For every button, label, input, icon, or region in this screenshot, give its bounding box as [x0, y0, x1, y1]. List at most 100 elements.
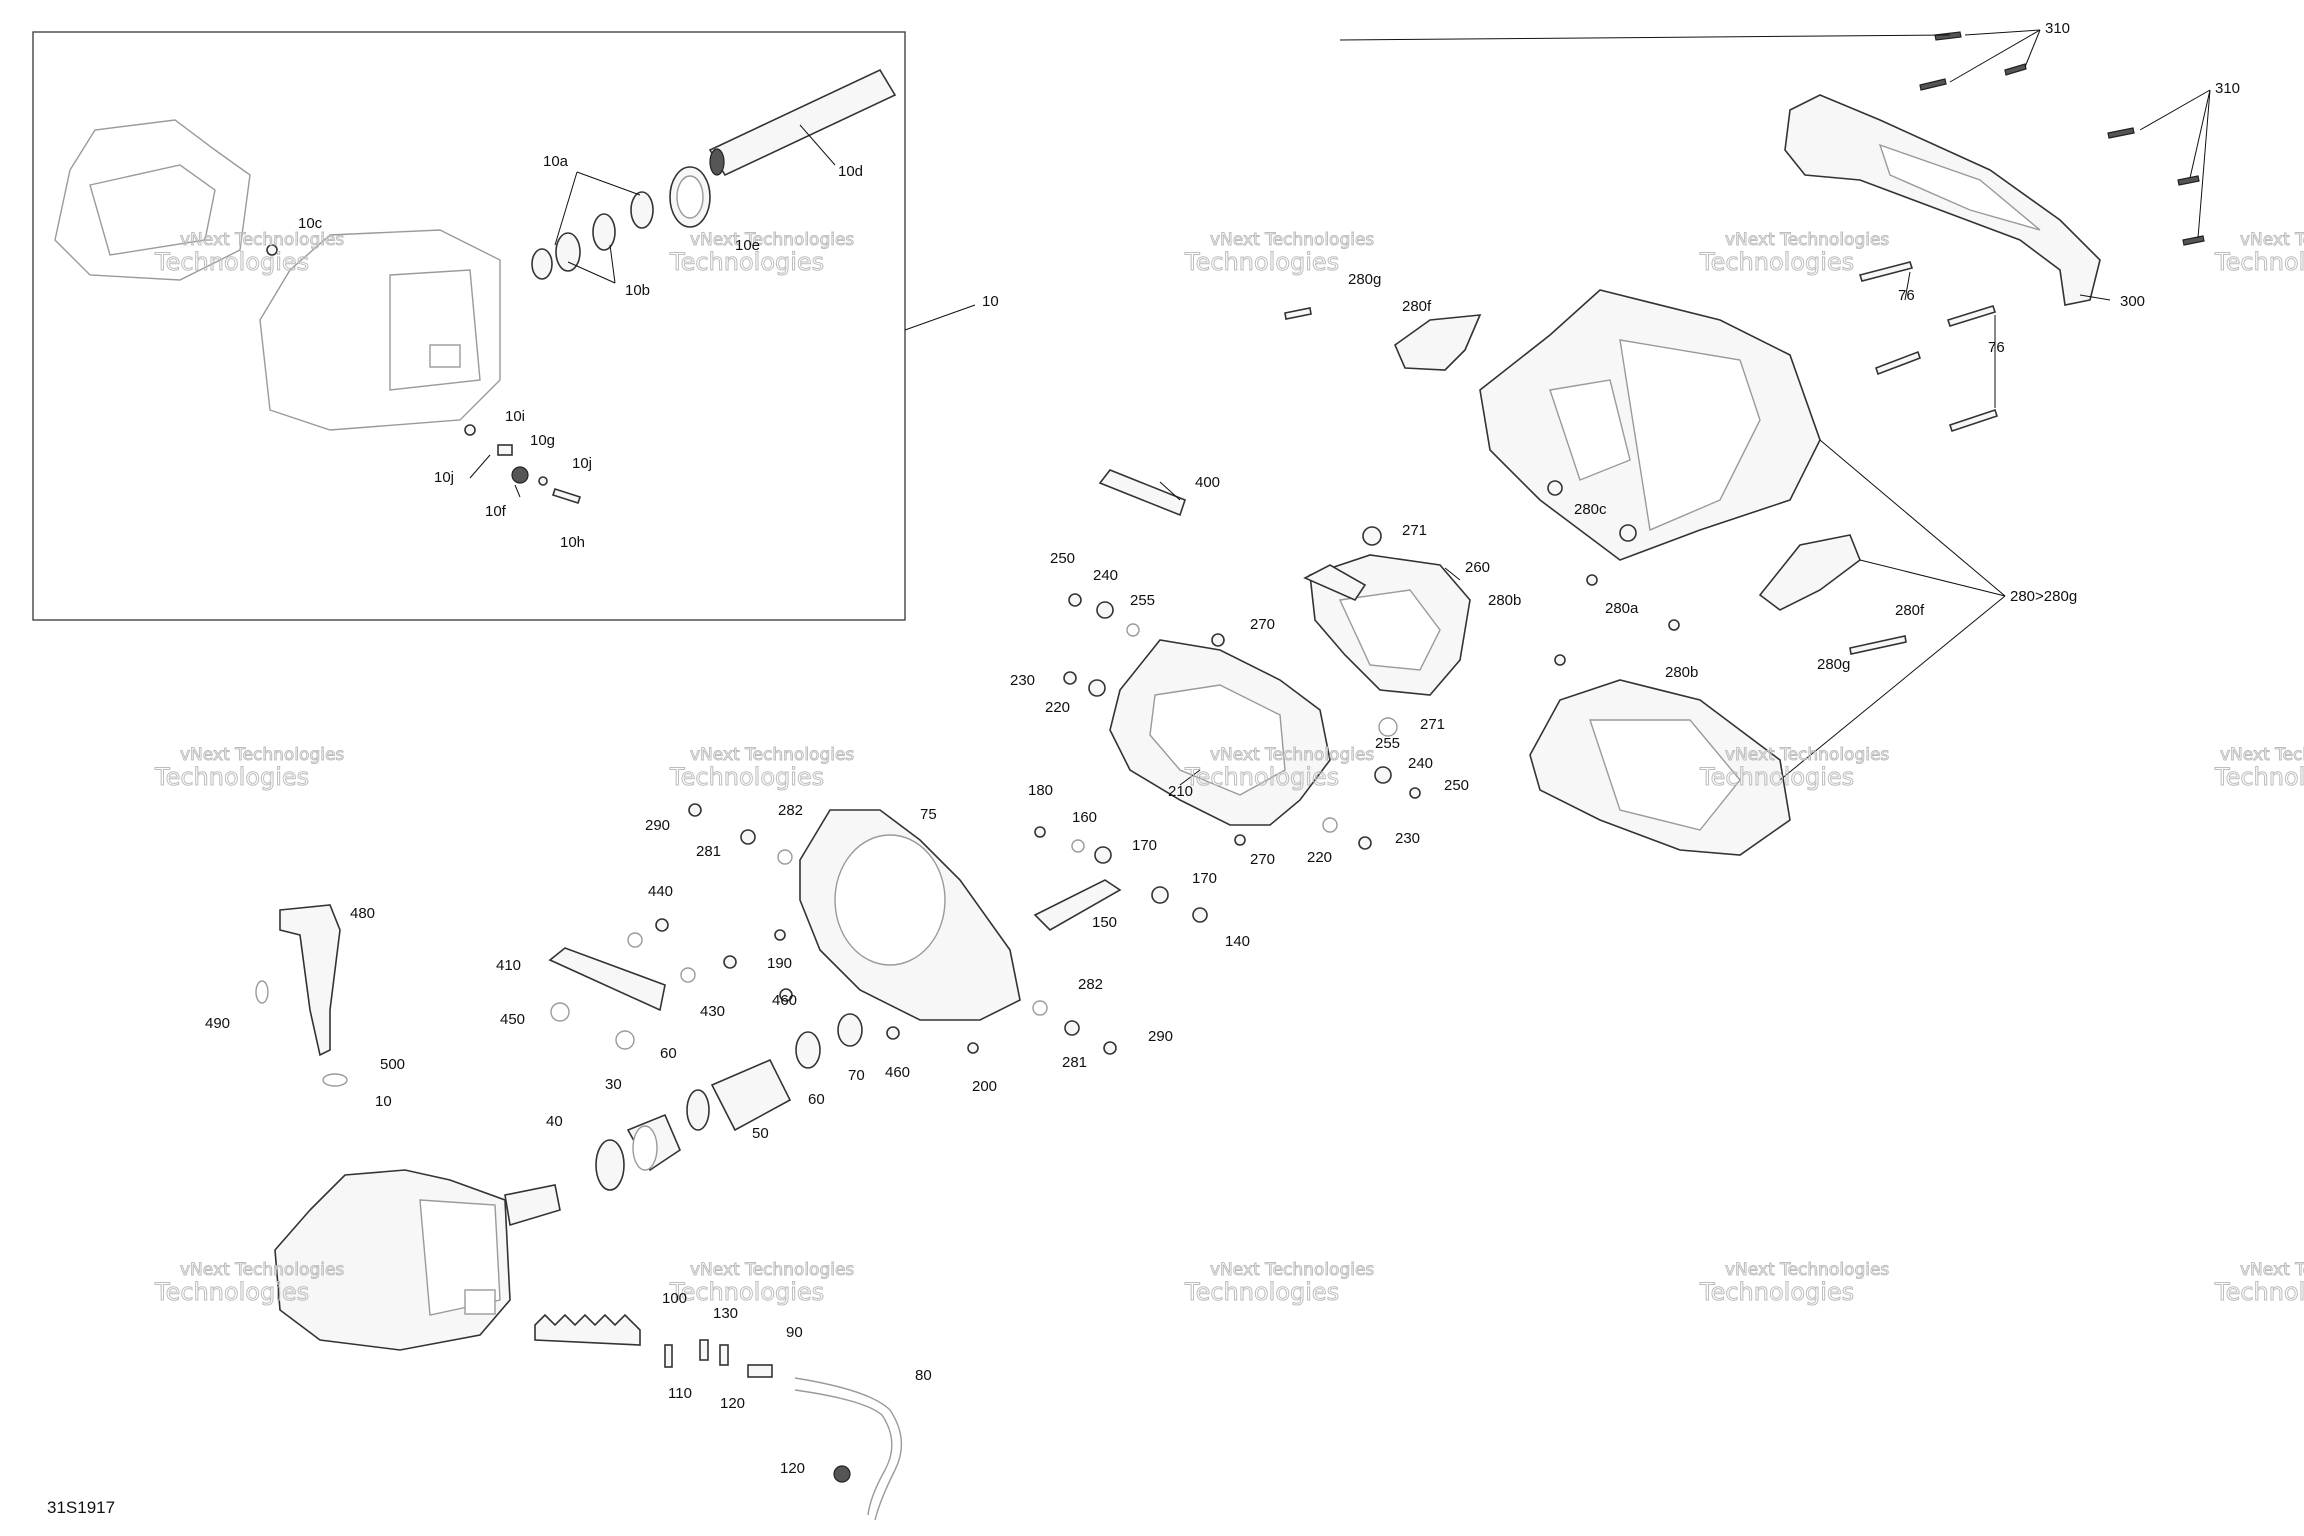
- boot-50: [710, 1058, 792, 1132]
- bolt-250-b: [1409, 787, 1421, 799]
- watermarks: vNext Technologies Technologies vNext Te…: [154, 230, 2304, 1307]
- spacer-10g: [497, 444, 513, 456]
- nut-440-a: [655, 918, 669, 932]
- bellows-100: [534, 1313, 641, 1346]
- callout-170-b: 170: [1192, 870, 1217, 887]
- ring-10b-1: [555, 232, 581, 272]
- bolt-250-a: [1068, 593, 1082, 607]
- callout-290-a: 290: [645, 817, 670, 834]
- callout-280b-a: 280b: [1488, 592, 1521, 609]
- ring-10a-1: [630, 191, 654, 229]
- bolt-280g-upper: [1284, 307, 1312, 320]
- callout-430: 430: [700, 1003, 725, 1020]
- ring-10b-2: [531, 248, 553, 280]
- bolt-280b-b: [1668, 619, 1680, 631]
- callout-30: 30: [605, 1076, 622, 1093]
- clip-500: [322, 1073, 348, 1087]
- callout-240-a: 240: [1093, 567, 1118, 584]
- svg-text:vNext Technologies: vNext Technologies: [690, 230, 854, 250]
- nut-460-a: [779, 988, 793, 1002]
- leader-lines: [469, 29, 2211, 786]
- strut-150: [1033, 879, 1122, 931]
- nut-170-b: [1151, 886, 1169, 904]
- svg-text:Technologies: Technologies: [1699, 248, 1854, 276]
- svg-text:Technologies: Technologies: [2214, 763, 2304, 791]
- plate-400: [1098, 469, 1186, 517]
- bracket-300: [1784, 94, 2101, 306]
- callout-10j-right: 10j: [572, 455, 592, 472]
- bolt-76-a: [1858, 261, 1914, 282]
- callout-10a: 10a: [543, 153, 569, 170]
- washer-271-b: [1378, 717, 1398, 737]
- svg-text:Technologies: Technologies: [154, 1278, 309, 1306]
- callout-140: 140: [1225, 933, 1250, 950]
- callout-460-b: 460: [885, 1064, 910, 1081]
- callout-290-b: 290: [1148, 1028, 1173, 1045]
- ring-10a-2: [592, 213, 616, 251]
- bolt-310-b: [1919, 78, 1947, 91]
- clip-280f-lower: [1758, 534, 1861, 611]
- callout-460-a: 460: [772, 992, 797, 1009]
- bolt-310-d: [2107, 127, 2135, 139]
- callout-250-a: 250: [1050, 550, 1075, 567]
- svg-text:Technologies: Technologies: [1184, 1278, 1339, 1306]
- callout-10h: 10h: [560, 534, 585, 551]
- callout-280c: 280c: [1574, 501, 1607, 518]
- bolt-10h: [551, 487, 582, 505]
- callout-450: 450: [500, 1011, 525, 1028]
- callout-255-b: 255: [1375, 735, 1400, 752]
- svg-text:vNext Technologies: vNext Technologies: [1725, 230, 1889, 250]
- svg-text:vNext Technologies: vNext Technologies: [690, 1260, 854, 1280]
- callout-40: 40: [546, 1113, 563, 1130]
- nut-460-b: [886, 1026, 900, 1040]
- callout-310-b: 310: [2215, 80, 2240, 97]
- nut-220-a: [1088, 679, 1106, 697]
- bearing-10f: [511, 466, 529, 484]
- callout-10c: 10c: [298, 215, 323, 232]
- svg-text:vNext Technologies: vNext Technologies: [690, 745, 854, 765]
- callout-260: 260: [1465, 559, 1490, 576]
- bolt-76-d: [1948, 408, 1999, 433]
- callout-110: 110: [668, 1385, 692, 1402]
- clip-490: [255, 980, 269, 1004]
- nut-170-a: [1094, 846, 1112, 864]
- callout-76-a: 76: [1898, 287, 1915, 304]
- callout-480: 480: [350, 905, 375, 922]
- bolt-230-a: [1063, 671, 1077, 685]
- svg-text:vNext Technologies: vNext Technologies: [180, 230, 344, 250]
- callout-280b-b: 280b: [1665, 664, 1698, 681]
- bracket-410: [548, 947, 666, 1012]
- callout-281-b: 281: [1062, 1054, 1087, 1071]
- callout-210: 210: [1168, 783, 1193, 800]
- arm-260: [1303, 564, 1367, 602]
- callout-170-a: 170: [1132, 837, 1157, 854]
- washer-430-b: [680, 967, 696, 983]
- svg-text:vNext Technologies: vNext Technologies: [1210, 1260, 1374, 1280]
- bolt-280b-a: [1554, 654, 1566, 666]
- svg-text:Technologies: Technologies: [669, 248, 824, 276]
- callout-280a: 280a: [1605, 600, 1639, 617]
- svg-text:Technologies: Technologies: [669, 763, 824, 791]
- callout-10e: 10e: [735, 237, 760, 254]
- bolt-270-a: [1211, 633, 1225, 647]
- callout-230-b: 230: [1395, 830, 1420, 847]
- washer-450-b: [615, 1030, 635, 1050]
- nut-280c-a: [1547, 480, 1563, 496]
- callout-75: 75: [920, 806, 937, 823]
- callout-190: 190: [767, 955, 792, 972]
- bolt-140: [1192, 907, 1208, 923]
- bolt-76-c: [1874, 350, 1922, 376]
- bolt-310-a: [1934, 31, 1962, 41]
- callout-270-b: 270: [1250, 851, 1275, 868]
- callout-180: 180: [1028, 782, 1053, 799]
- svg-text:Technologies: Technologies: [154, 248, 309, 276]
- bolt-76-b: [1946, 305, 1997, 327]
- diagram-code: 31S1917: [47, 1498, 115, 1517]
- ring-70: [837, 1013, 863, 1047]
- callout-310-a: 310: [2045, 20, 2070, 37]
- bolt-180: [1034, 826, 1046, 838]
- nut-280c-b: [1619, 524, 1637, 542]
- callout-240-b: 240: [1408, 755, 1433, 772]
- callout-160: 160: [1072, 809, 1097, 826]
